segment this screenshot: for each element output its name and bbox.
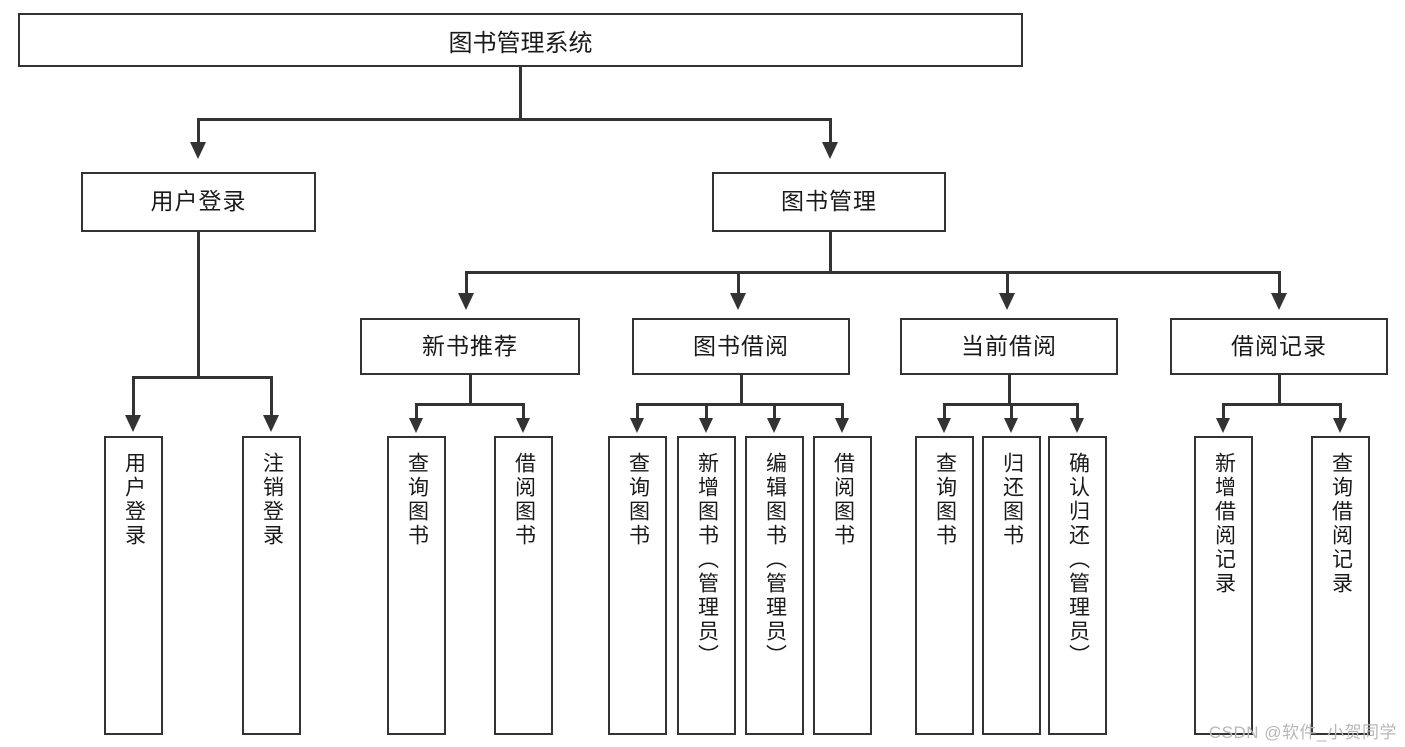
arrow-new-book-leaf-2 [516, 418, 530, 433]
leaf-label: 编辑图书（管理员） [763, 452, 787, 668]
edge-new-book-bus [415, 403, 525, 406]
leaf-label: 查询借阅记录 [1329, 452, 1353, 596]
node-label: 图书管理系统 [448, 29, 593, 57]
edge-book-borrow-leaf-1 [636, 403, 639, 419]
arrow-book-borrow-leaf-1 [630, 418, 644, 433]
arrow-borrow-record-leaf-2 [1333, 418, 1347, 433]
edge-root-stem [519, 67, 522, 119]
node-user-login[interactable]: 用户登录 [81, 172, 316, 232]
edge-borrow-record-stem [1278, 375, 1281, 405]
node-label: 借阅记录 [1231, 332, 1327, 359]
leaf-book-borrow-borrow[interactable]: 借阅图书 [813, 436, 872, 735]
arrow-root-to-user-login [190, 142, 206, 159]
leaf-borrow-record-add[interactable]: 新增借阅记录 [1194, 436, 1253, 735]
leaf-new-book-query[interactable]: 查询图书 [387, 436, 446, 735]
arrow-current-borrow-leaf-2 [1004, 418, 1018, 433]
edge-user-login-stem [197, 232, 200, 378]
edge-borrow-record-leaf-2 [1339, 403, 1342, 419]
node-book-management[interactable]: 图书管理 [712, 172, 946, 232]
edge-user-login-bus [132, 376, 270, 379]
leaf-current-borrow-confirm-return[interactable]: 确认归还（管理员） [1048, 436, 1107, 735]
edge-user-login-leaf-1 [132, 376, 135, 417]
edge-root-to-user-login [197, 118, 200, 144]
leaf-current-borrow-return[interactable]: 归还图书 [982, 436, 1041, 735]
node-label: 图书借阅 [693, 332, 789, 359]
node-root-system[interactable]: 图书管理系统 [18, 13, 1023, 67]
edge-book-borrow-leaf-3 [773, 403, 776, 419]
arrow-new-book-leaf-1 [409, 418, 423, 433]
node-label: 当前借阅 [961, 332, 1057, 359]
node-label: 用户登录 [150, 188, 247, 215]
leaf-label: 查询图书 [933, 452, 957, 548]
edge-new-book-leaf-2 [522, 403, 525, 419]
arrow-borrow-record-leaf-1 [1216, 418, 1230, 433]
arrow-user-login-leaf-2 [263, 415, 279, 432]
leaf-label: 查询图书 [405, 452, 429, 548]
leaf-user-login-login[interactable]: 用户登录 [104, 436, 163, 735]
leaf-label: 归还图书 [1000, 452, 1024, 548]
arrow-book-borrow-leaf-2 [699, 418, 713, 433]
edge-new-book-leaf-1 [415, 403, 418, 419]
leaf-new-book-borrow[interactable]: 借阅图书 [494, 436, 553, 735]
arrow-current-borrow-leaf-3 [1070, 418, 1084, 433]
edge-root-to-book-manage [829, 118, 832, 144]
arrow-book-borrow-leaf-3 [767, 418, 781, 433]
leaf-book-borrow-query[interactable]: 查询图书 [608, 436, 667, 735]
node-borrow-record[interactable]: 借阅记录 [1170, 318, 1388, 375]
node-label: 图书管理 [781, 188, 877, 215]
edge-book-borrow-leaf-2 [705, 403, 708, 419]
node-book-borrow[interactable]: 图书借阅 [632, 318, 850, 375]
edge-user-login-leaf-2 [270, 376, 273, 417]
node-current-borrow[interactable]: 当前借阅 [900, 318, 1118, 375]
edge-current-borrow-leaf-1 [943, 403, 946, 419]
edge-current-borrow-leaf-2 [1010, 403, 1013, 419]
edge-new-book-stem [469, 375, 472, 405]
edge-book-borrow-bus [636, 403, 843, 406]
arrow-user-login-leaf-1 [125, 415, 141, 432]
edge-book-manage-bus [465, 271, 1280, 274]
edge-to-borrow-record [1278, 271, 1281, 295]
edge-book-borrow-leaf-4 [841, 403, 844, 419]
edge-book-borrow-stem [740, 375, 743, 405]
edge-borrow-record-bus [1222, 403, 1341, 406]
node-label: 新书推荐 [422, 332, 518, 359]
leaf-label: 借阅图书 [512, 452, 536, 548]
edge-current-borrow-stem [1008, 375, 1011, 405]
leaf-user-login-logout[interactable]: 注销登录 [242, 436, 301, 735]
edge-borrow-record-leaf-1 [1222, 403, 1225, 419]
leaf-current-borrow-query[interactable]: 查询图书 [915, 436, 974, 735]
leaf-borrow-record-query[interactable]: 查询借阅记录 [1311, 436, 1370, 735]
leaf-label: 确认归还（管理员） [1066, 452, 1090, 668]
leaf-label: 注销登录 [260, 452, 284, 548]
arrow-current-borrow-leaf-1 [937, 418, 951, 433]
edge-to-current-borrow [1006, 271, 1009, 295]
arrow-to-current-borrow [999, 293, 1015, 310]
edge-book-manage-stem [829, 232, 832, 273]
leaf-label: 用户登录 [122, 452, 146, 548]
arrow-to-new-book [458, 293, 474, 310]
leaf-label: 新增借阅记录 [1212, 452, 1236, 596]
edge-root-bus [197, 118, 831, 121]
edge-current-borrow-leaf-3 [1076, 403, 1079, 419]
csdn-watermark: CSDN @软件_小贺同学 [1208, 723, 1397, 742]
leaf-book-borrow-add[interactable]: 新增图书（管理员） [677, 436, 736, 735]
arrow-book-borrow-leaf-4 [835, 418, 849, 433]
arrow-to-borrow-record [1271, 293, 1287, 310]
leaf-label: 借阅图书 [831, 452, 855, 548]
leaf-label: 查询图书 [626, 452, 650, 548]
edge-to-book-borrow [737, 271, 740, 295]
arrow-root-to-book-manage [822, 142, 838, 159]
arrow-to-book-borrow [730, 293, 746, 310]
leaf-label: 新增图书（管理员） [695, 452, 719, 668]
node-new-book-recommend[interactable]: 新书推荐 [360, 318, 580, 375]
edge-to-new-book [465, 271, 468, 295]
leaf-book-borrow-edit[interactable]: 编辑图书（管理员） [745, 436, 804, 735]
